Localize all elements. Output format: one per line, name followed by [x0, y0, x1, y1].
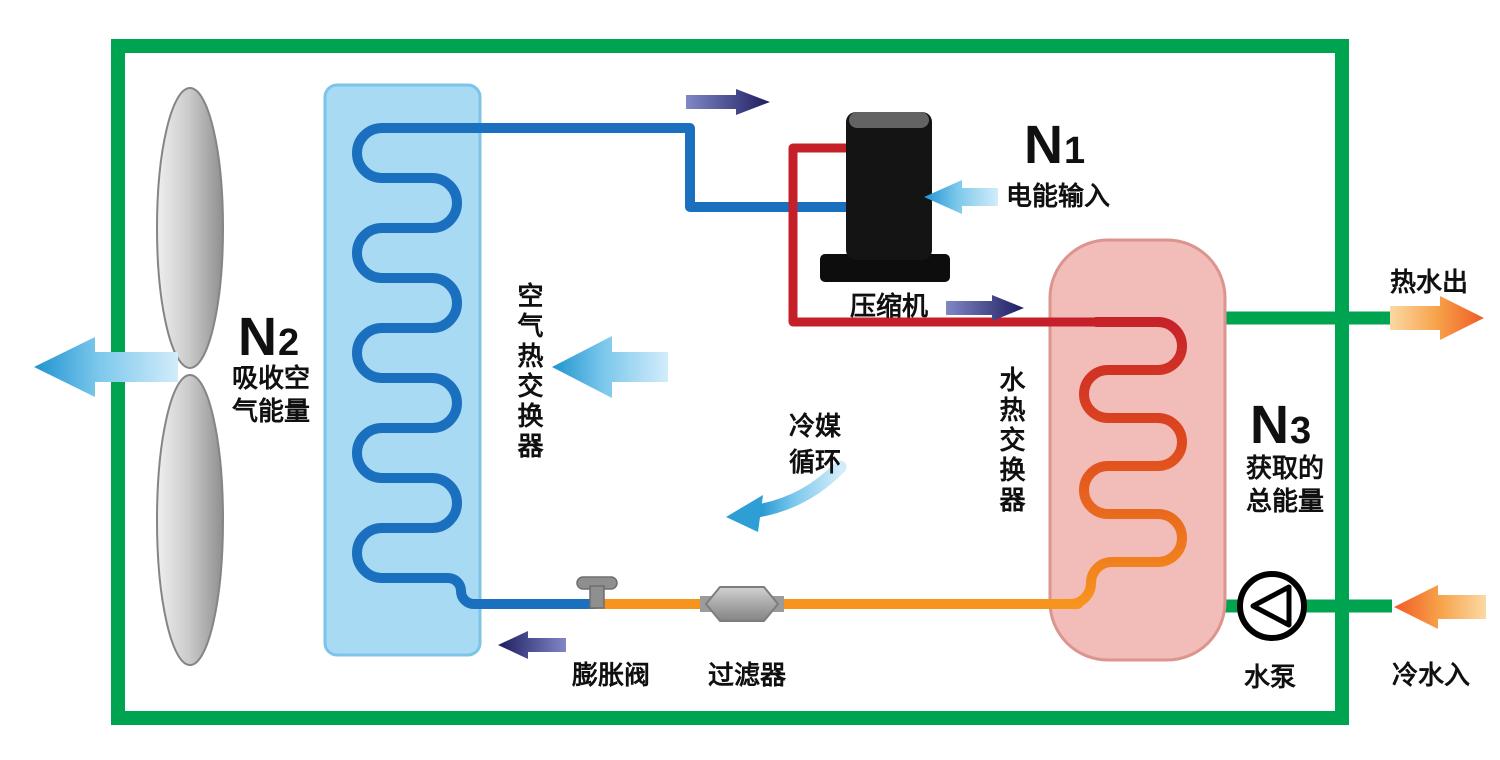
refrigerant-flow-arrow-mid — [946, 295, 1024, 321]
cold-water-in-arrow — [1394, 585, 1486, 629]
n3-letter: N — [1250, 395, 1290, 455]
n3-desc-line1: 获取的 — [1246, 453, 1325, 483]
water-pump-icon — [1237, 571, 1307, 641]
refrigerant-cycle-line2: 循环 — [788, 447, 841, 477]
n3-desc-line2: 总能量 — [1246, 486, 1325, 516]
n2-letter: N — [238, 307, 278, 367]
compressor-label: 压缩机 — [850, 291, 929, 321]
evaporator-coil-and-suction-pipe — [352, 123, 853, 609]
refrigerant-flow-arrow-top — [686, 89, 770, 115]
n2-subscript: 2 — [278, 322, 300, 364]
expansion-valve-icon — [576, 576, 618, 609]
fan-icon — [156, 87, 224, 666]
n2-desc-line1: 吸收空 — [232, 363, 311, 393]
filter-icon — [700, 586, 784, 622]
refrigerant-cycle-curved-arrow — [726, 460, 847, 532]
discharge-pipe — [788, 143, 1105, 327]
air-into-exchanger-arrow — [552, 336, 668, 398]
expansion-valve-label: 膨胀阀 — [572, 660, 651, 690]
n1-label: N1 — [1024, 114, 1085, 176]
air-out-arrow — [34, 337, 178, 397]
refrigerant-flow-arrow-bottom — [498, 631, 566, 659]
air-heat-exchanger-label: 空气热交换器 — [514, 282, 544, 462]
n1-letter: N — [1024, 115, 1064, 175]
condenser-tank — [1048, 238, 1227, 662]
n2-label: N2 — [238, 306, 299, 368]
condenser-coil — [1065, 317, 1187, 609]
hot-water-out-arrow — [1390, 296, 1484, 340]
n2-desc-line2: 气能量 — [232, 396, 311, 426]
n1-desc: 电能输入 — [1006, 181, 1111, 211]
n1-subscript: 1 — [1064, 130, 1086, 172]
n2-desc: 吸收空 气能量 — [232, 362, 310, 428]
refrigerant-cycle-line1: 冷媒 — [788, 411, 841, 441]
n3-desc: 获取的 总能量 — [1246, 452, 1324, 518]
compressor-icon — [820, 112, 950, 282]
n3-subscript: 3 — [1290, 410, 1312, 452]
water-heat-exchanger-label: 水热交换器 — [996, 366, 1026, 516]
filter-label: 过滤器 — [708, 660, 787, 690]
n3-label: N3 — [1250, 394, 1311, 456]
power-input-arrow — [924, 180, 998, 214]
evaporator-panel — [323, 83, 482, 657]
hot-water-out-label: 热水出 — [1390, 267, 1469, 297]
water-pump-label: 水泵 — [1244, 662, 1297, 692]
refrigerant-cycle-label: 冷媒 循环 — [765, 408, 865, 480]
cold-water-in-label: 冷水入 — [1392, 660, 1471, 690]
